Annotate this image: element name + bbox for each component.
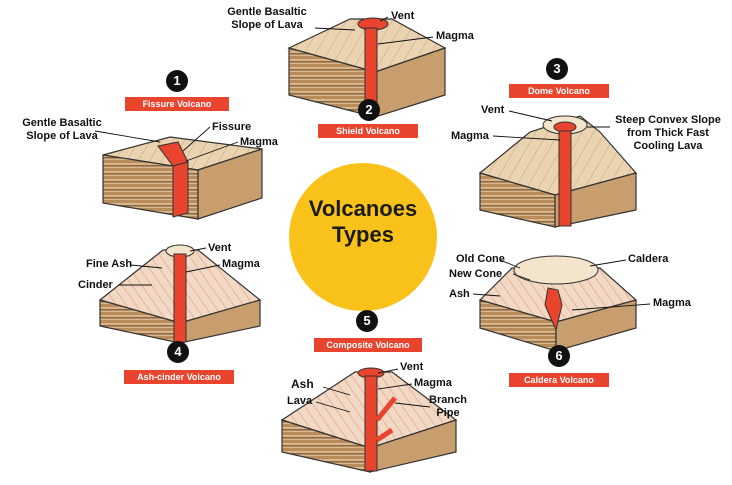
label-magma-shield: Magma [436,30,474,42]
label-caldera: Caldera [628,253,669,265]
volcano-name-composite: Composite Volcano [314,338,422,352]
label-cinder: Cinder [78,279,113,291]
label-old-cone: Old Cone [456,253,505,265]
shield-volcano-illustration [287,17,447,118]
label-magma-fissure: Magma [240,136,278,148]
fissure-volcano-illustration [102,136,263,220]
label-magma-dome: Magma [451,130,489,142]
number-badge-3: 3 [546,58,568,80]
number-badge-4: 4 [167,341,189,363]
label-magma-caldera: Magma [653,297,691,309]
label-vent-shield: Vent [391,10,415,22]
label-lava-composite: Lava [287,395,313,407]
label-gentle-slope-shield: Gentle Basaltic Slope of Lava [227,6,307,31]
title-circle [289,163,437,311]
number-badge-5: 5 [356,310,378,332]
ash-cinder-volcano-illustration [98,244,262,344]
caldera-volcano-illustration [478,255,638,352]
composite-volcano-illustration [280,367,458,473]
volcano-name-fissure: Fissure Volcano [125,97,229,111]
label-fissure: Fissure [212,121,252,133]
label-ash-composite: Ash [291,377,314,391]
volcano-name-dome: Dome Volcano [509,84,609,98]
label-magma-ash-cinder: Magma [222,258,260,270]
label-magma-composite: Magma [414,377,452,389]
label-gentle-slope-fissure: Gentle Basaltic Slope of Lava [22,117,102,142]
label-ash-caldera: Ash [449,288,470,300]
number-badge-6: 6 [548,345,570,367]
number-badge-2: 2 [358,99,380,121]
dome-volcano-illustration [478,115,638,228]
label-vent-composite: Vent [400,361,424,373]
volcano-name-ash-cinder: Ash-cinder Volcano [124,370,234,384]
volcano-name-shield: Shield Volcano [318,124,418,138]
label-steep-slope-dome: Steep Convex Slope from Thick Fast Cooli… [615,114,721,152]
label-new-cone: New Cone [449,268,503,280]
volcano-name-caldera: Caldera Volcano [509,373,609,387]
label-vent-dome: Vent [481,104,505,116]
number-badge-1: 1 [166,70,188,92]
label-vent-ash-cinder: Vent [208,242,232,254]
label-fine-ash: Fine Ash [86,258,133,270]
page-title: Volcanoes Types [308,196,418,247]
label-branch-pipe: Branch Pipe [429,394,467,419]
leader-lines [94,16,651,413]
